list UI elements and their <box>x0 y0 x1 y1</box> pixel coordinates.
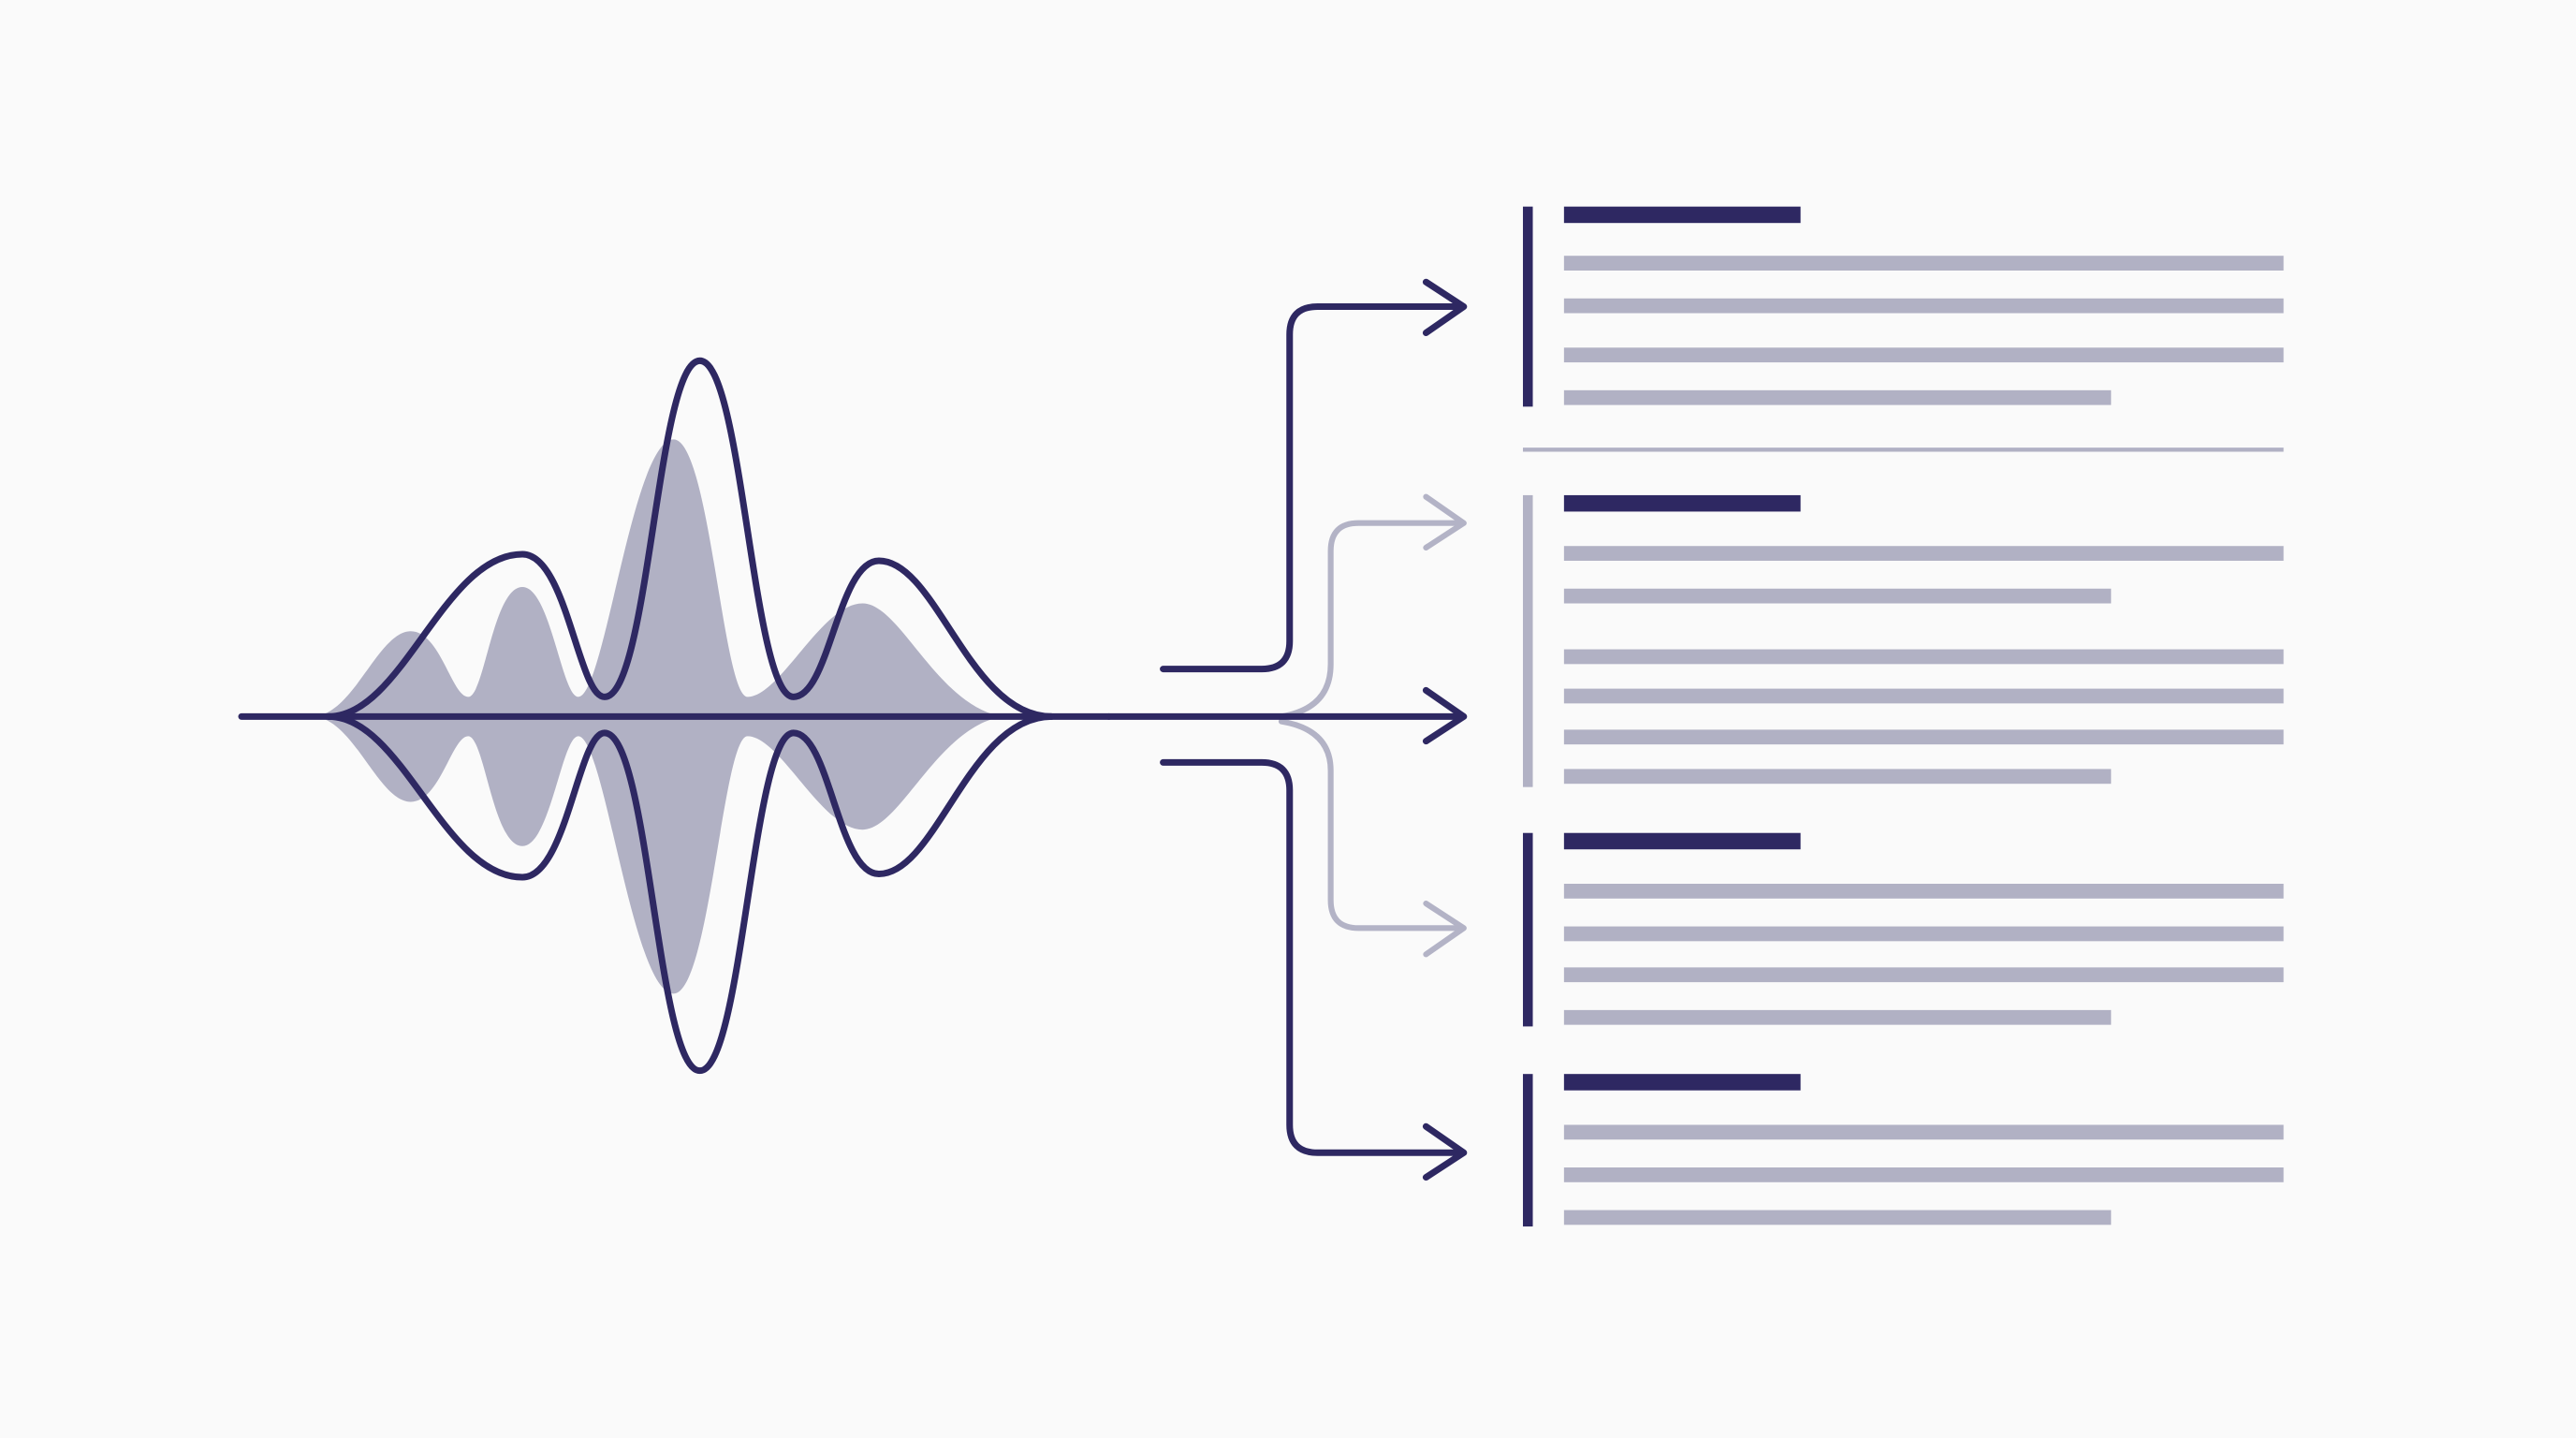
text-line <box>1563 688 2284 704</box>
heading-bar <box>1563 494 1801 512</box>
waveform-upper-curve <box>325 357 1055 720</box>
text-line <box>1563 1167 2284 1182</box>
text-line <box>1563 1210 2112 1225</box>
text-line <box>1563 546 2284 561</box>
text-line <box>1563 1009 2112 1025</box>
text-line <box>1563 347 2284 363</box>
heading-bar <box>1563 1074 1801 1091</box>
text-line <box>1563 967 2284 983</box>
text-block-3 <box>1522 832 2284 1027</box>
arrow-right-icon <box>1422 1123 1468 1181</box>
route-middle <box>1105 686 1468 745</box>
divider <box>1522 448 2284 452</box>
text-block-1 <box>1522 206 2284 407</box>
block-marker <box>1522 1074 1533 1227</box>
route-upper-secondary <box>1278 493 1467 720</box>
arrow-right-icon <box>1423 493 1467 551</box>
heading-bar <box>1563 206 1801 224</box>
text-line <box>1563 926 2284 942</box>
text-line <box>1563 389 2112 405</box>
text-block-4 <box>1522 1074 2284 1227</box>
route-top <box>1160 278 1468 673</box>
text-line <box>1563 588 2112 604</box>
text-line <box>1563 649 2284 665</box>
text-line <box>1563 769 2112 785</box>
text-line <box>1563 884 2284 899</box>
waveform-lower-curve <box>325 712 1055 1075</box>
arrow-right-icon <box>1422 686 1468 745</box>
route-lower-secondary <box>1278 718 1467 958</box>
text-line <box>1563 256 2284 271</box>
arrow-right-icon <box>1423 900 1467 958</box>
text-block-2 <box>1522 494 2284 787</box>
text-line <box>1563 298 2284 314</box>
route-bottom <box>1160 758 1468 1181</box>
text-line <box>1563 729 2284 745</box>
block-marker <box>1522 206 1533 407</box>
block-marker <box>1522 832 1533 1027</box>
heading-bar <box>1563 832 1801 850</box>
arrow-right-icon <box>1422 278 1468 337</box>
block-marker <box>1522 494 1533 787</box>
text-line <box>1563 1124 2284 1140</box>
